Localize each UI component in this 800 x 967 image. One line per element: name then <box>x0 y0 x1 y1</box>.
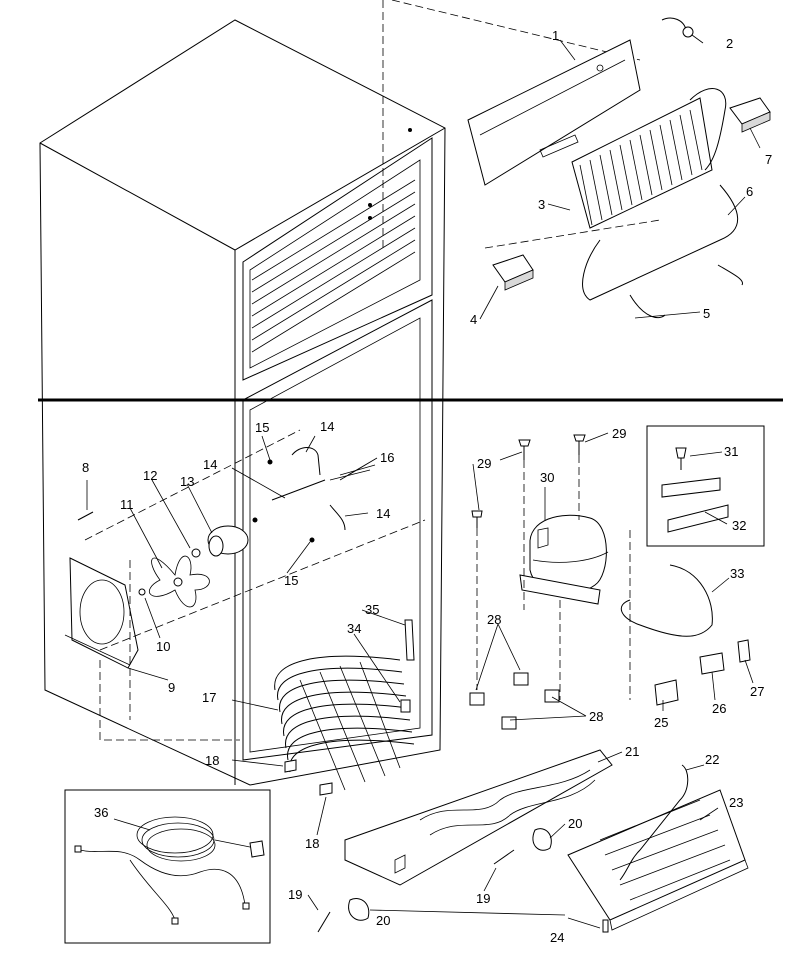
callout-1: 1 <box>552 28 559 43</box>
insulation-block <box>492 254 534 291</box>
fan-nut <box>138 588 146 596</box>
compressor <box>519 514 609 605</box>
callout-20b: 20 <box>376 913 390 928</box>
condenser-fan-motor <box>207 525 249 557</box>
roller-screw <box>493 849 515 865</box>
callout-4: 4 <box>470 312 477 327</box>
callout-22: 22 <box>705 752 719 767</box>
evaporator-cover <box>467 39 641 186</box>
callout-14c: 14 <box>376 506 390 521</box>
callout-29a: 29 <box>477 456 491 471</box>
mounting-bracket-inset <box>646 425 765 547</box>
compressor-grommets <box>469 672 560 730</box>
base-roller <box>532 828 552 851</box>
callout-33: 33 <box>730 566 744 581</box>
defrost-thermostat <box>661 17 694 38</box>
callout-18a: 18 <box>205 753 219 768</box>
power-cord-inset <box>64 789 271 944</box>
callout-9: 9 <box>168 680 175 695</box>
callout-19a: 19 <box>288 887 302 902</box>
callout-7: 7 <box>765 152 772 167</box>
drain-tube <box>619 764 689 881</box>
callout-13: 13 <box>180 474 194 489</box>
callout-32: 32 <box>732 518 746 533</box>
callout-25: 25 <box>654 715 668 730</box>
callout-29b: 29 <box>612 426 626 441</box>
callout-3: 3 <box>538 197 545 212</box>
bracket-screw <box>77 511 94 521</box>
callout-20a: 20 <box>568 816 582 831</box>
callout-36: 36 <box>94 805 108 820</box>
callout-14b: 14 <box>203 457 217 472</box>
callout-18b: 18 <box>305 836 319 851</box>
fan-washer <box>191 548 201 558</box>
callout-30: 30 <box>540 470 554 485</box>
callout-31: 31 <box>724 444 738 459</box>
drier-filter <box>404 619 415 661</box>
base-roller <box>348 898 370 921</box>
roller-screw <box>317 911 331 933</box>
callout-8: 8 <box>82 460 89 475</box>
callout-28b: 28 <box>589 709 603 724</box>
overload-protector <box>654 679 679 706</box>
condenser-fan-bracket <box>64 557 139 669</box>
callout-24: 24 <box>550 930 564 945</box>
compressor-screws <box>471 434 586 528</box>
callout-21: 21 <box>625 744 639 759</box>
callout-2: 2 <box>726 36 733 51</box>
callout-26: 26 <box>712 701 726 716</box>
callout-28a: 28 <box>487 612 501 627</box>
relay-cover <box>737 639 751 663</box>
callout-35: 35 <box>365 602 379 617</box>
condenser-clip <box>400 699 411 713</box>
drain-pan <box>567 789 749 931</box>
callout-11: 11 <box>120 497 134 512</box>
callout-6: 6 <box>746 184 753 199</box>
callout-14a: 14 <box>320 419 334 434</box>
condenser-fan-blade <box>149 555 210 608</box>
callout-19b: 19 <box>476 891 490 906</box>
evaporator-coil <box>571 88 727 229</box>
callout-34: 34 <box>347 621 361 636</box>
callout-16: 16 <box>380 450 394 465</box>
condenser-grommet <box>284 759 297 773</box>
callout-5: 5 <box>703 306 710 321</box>
pan-clip <box>602 919 609 933</box>
callout-17: 17 <box>202 690 216 705</box>
compressor-base-plate <box>344 749 613 886</box>
heat-loop-tube <box>620 564 713 637</box>
evaporator-block <box>729 97 771 133</box>
refrigerator-cabinet <box>39 19 446 786</box>
drain-tubes <box>252 447 376 543</box>
condenser-coil <box>274 655 415 791</box>
alignment-line <box>391 0 641 61</box>
callout-27: 27 <box>750 684 764 699</box>
relay <box>699 652 725 675</box>
callout-labels: 1 2 3 4 5 6 7 8 9 10 11 12 13 14 14 14 1… <box>82 28 772 945</box>
leader-lines <box>86 34 761 929</box>
callout-15b: 15 <box>284 573 298 588</box>
callout-12: 12 <box>143 468 157 483</box>
callout-15a: 15 <box>255 420 269 435</box>
callout-10: 10 <box>156 639 170 654</box>
callout-23: 23 <box>729 795 743 810</box>
condenser-grommet <box>319 782 333 796</box>
